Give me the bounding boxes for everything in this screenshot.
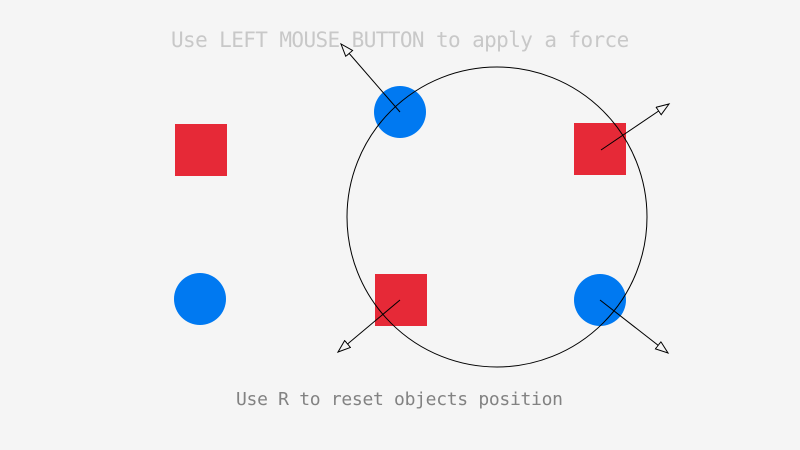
force-arrow-4 [599, 299, 668, 353]
hint-reset: Use R to reset objects position [236, 389, 563, 410]
boundary-layer [346, 66, 648, 368]
red-box-center[interactable] [375, 274, 427, 326]
force-arrow-3 [338, 299, 401, 352]
force-arrow-2 [600, 104, 669, 151]
red-box-left[interactable] [175, 124, 227, 176]
red-box-right[interactable] [574, 123, 626, 175]
blue-ball-left[interactable] [174, 273, 226, 325]
objects-layer [174, 86, 626, 326]
hint-apply-force: Use LEFT MOUSE BUTTON to apply a force [171, 28, 629, 52]
arrows-layer [338, 44, 669, 353]
force-arrow-1 [341, 44, 401, 113]
boundary-circle [346, 66, 648, 368]
